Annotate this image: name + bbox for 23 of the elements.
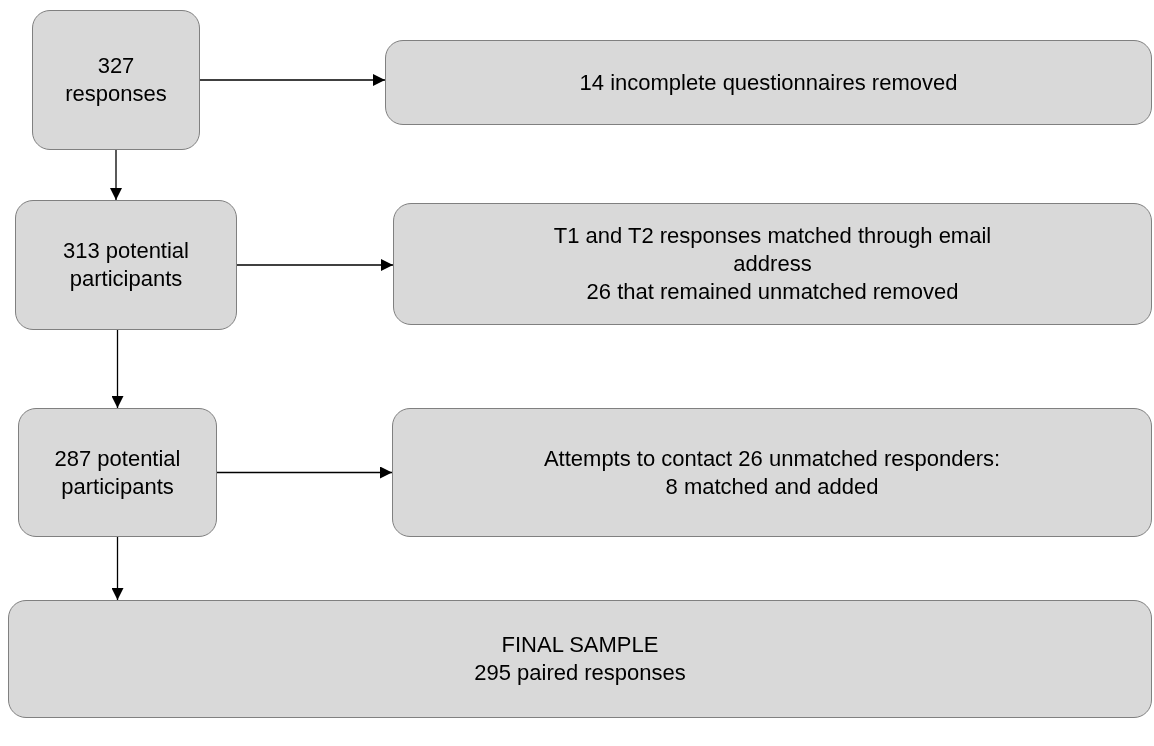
box-text: 313 potential participants (62, 237, 190, 293)
arrow (111, 536, 124, 601)
box-text: 26 that remained unmatched removed (585, 278, 960, 306)
process-box (393, 203, 1152, 325)
box-text: 14 incomplete questionnaires removed (578, 68, 959, 97)
process-box (385, 40, 1152, 125)
arrow (111, 329, 124, 409)
box-text: 287 potential participants (53, 444, 182, 501)
process-box (8, 600, 1152, 718)
box-text: 327 responses (64, 52, 168, 108)
process-box (15, 200, 237, 330)
box-text: T1 and T2 responses matched through email address (552, 222, 993, 278)
arrow (199, 74, 386, 86)
box-text: FINAL SAMPLE (500, 631, 660, 659)
box-text: Attempts to contact 26 unmatched responders: (542, 444, 1002, 473)
process-box (32, 10, 200, 150)
process-box (18, 408, 217, 537)
process-box (392, 408, 1152, 537)
arrow (216, 466, 393, 479)
box-text: 295 paired responses (473, 659, 687, 687)
box-text: 8 matched and added (664, 472, 880, 501)
arrow (236, 259, 394, 271)
arrow (110, 149, 122, 201)
